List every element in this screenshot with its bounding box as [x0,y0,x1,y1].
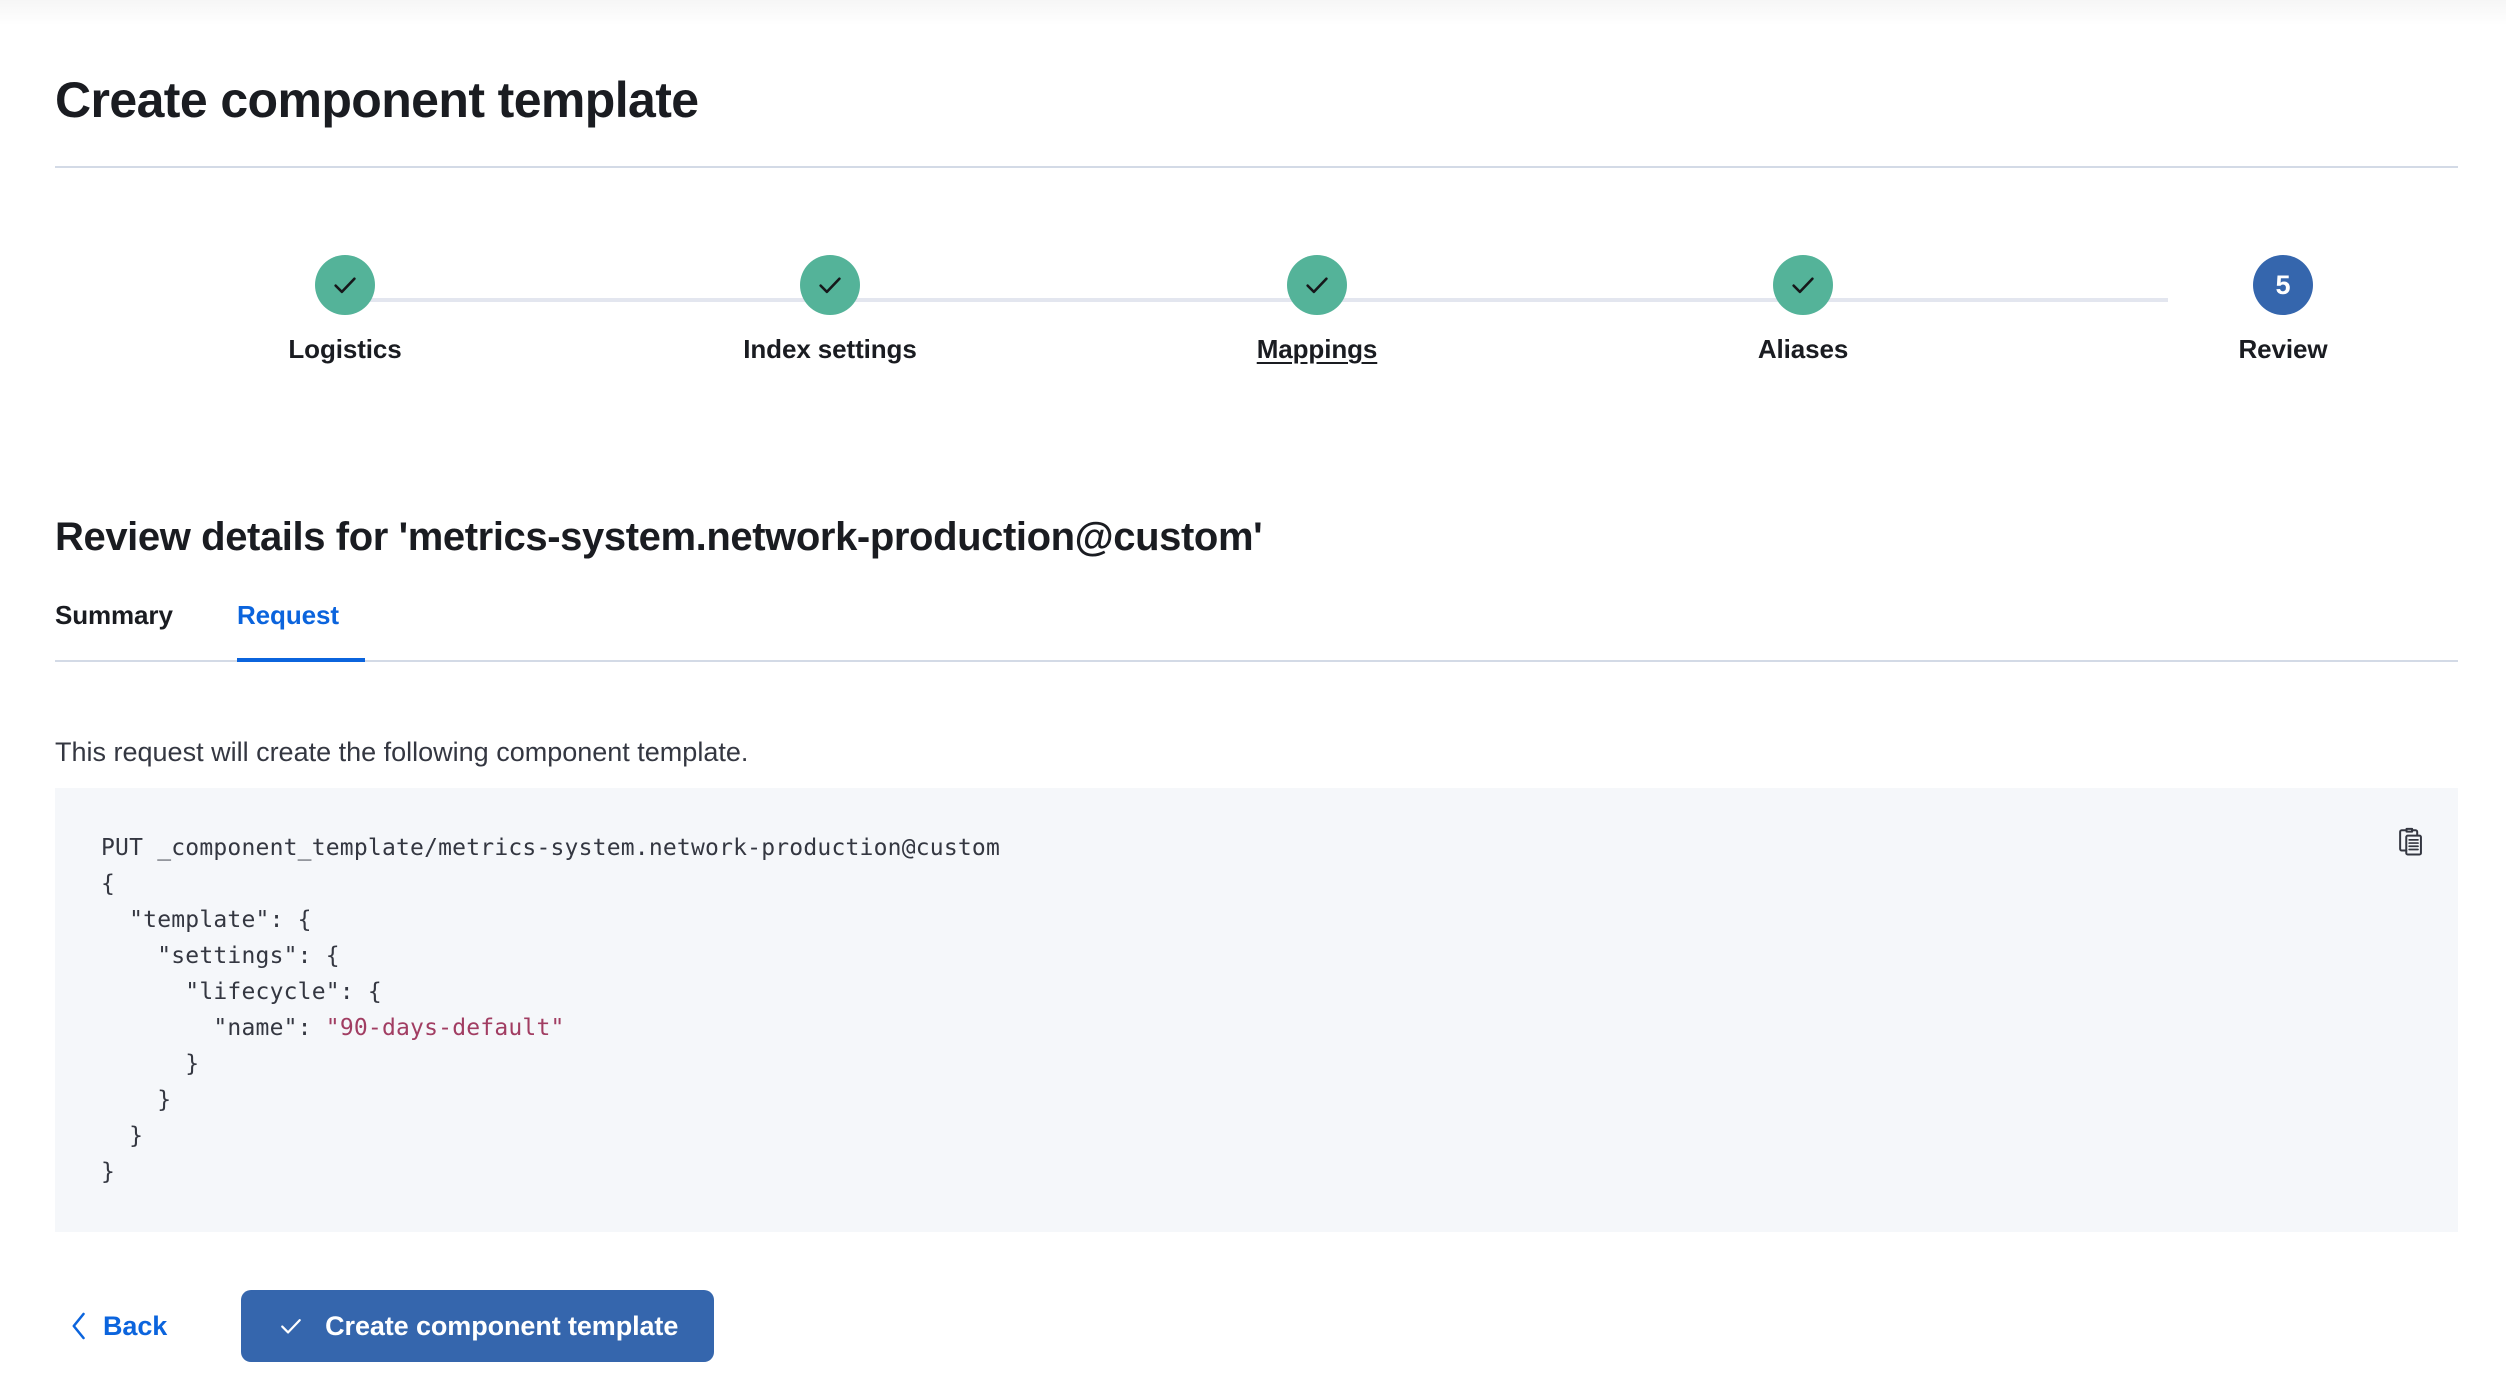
tab-summary[interactable]: Summary [55,600,173,662]
request-code-block: PUT _component_template/metrics-system.n… [55,788,2458,1232]
step-index-settings[interactable]: Index settings [620,255,1040,365]
step-label-mappings[interactable]: Mappings [1256,334,1378,364]
check-icon [334,277,356,294]
step-mappings[interactable]: Mappings [1107,255,1527,365]
check-icon [819,277,841,294]
back-label: Back [103,1310,168,1341]
tab-active-underline [237,658,365,662]
chevron-left-icon [72,1312,85,1340]
step-review[interactable]: 5 Review [2073,255,2493,365]
page-title: Create component template [55,71,699,128]
review-heading: Review details for 'metrics-system.netwo… [55,515,1263,560]
step-circle-index-settings [800,255,860,315]
check-icon [1306,277,1328,294]
step-connector-line [345,298,2168,302]
clipboard-icon [2399,827,2422,856]
step-circle-mappings [1287,255,1347,315]
review-tabs: Summary Request [55,600,2458,662]
code-line-9: } [101,1123,144,1149]
step-circle-logistics [315,255,375,315]
code-line-5: "lifecycle": { [101,979,382,1005]
request-code[interactable]: PUT _component_template/metrics-system.n… [55,788,2458,1190]
check-icon [281,1319,302,1334]
copy-button[interactable] [2384,816,2436,868]
code-line-7: } [101,1051,200,1077]
code-line-3: "template": { [101,907,312,933]
title-divider [55,166,2458,168]
wizard-footer: Back Create component template [55,1290,715,1362]
tabs-divider [55,660,2458,662]
create-button-label: Create component template [325,1310,679,1341]
step-circle-review: 5 [2253,255,2313,315]
step-indicator: Logistics Index settings Mappings [55,255,2458,395]
step-label-review: Review [2238,334,2328,364]
code-line-8: } [101,1087,172,1113]
step-logistics[interactable]: Logistics [135,255,555,365]
step-label-logistics: Logistics [288,334,402,364]
back-button[interactable]: Back [55,1301,183,1352]
tab-request[interactable]: Request [237,600,339,662]
code-line-10: } [101,1159,116,1185]
step-circle-aliases [1773,255,1833,315]
code-line-1: PUT _component_template/metrics-system.n… [101,835,1001,861]
step-number-review: 5 [2275,269,2291,300]
step-label-aliases: Aliases [1757,334,1849,364]
code-line-2: { [101,871,116,897]
code-line-6-value: "90-days-default" [325,1015,565,1041]
step-label-index-settings: Index settings [743,334,917,364]
check-icon [1792,277,1814,294]
step-aliases[interactable]: Aliases [1593,255,2013,365]
create-component-template-button[interactable]: Create component template [241,1290,715,1362]
request-description: This request will create the following c… [55,737,749,767]
code-line-4: "settings": { [101,943,340,969]
code-line-6-key: "name": [101,1015,326,1041]
